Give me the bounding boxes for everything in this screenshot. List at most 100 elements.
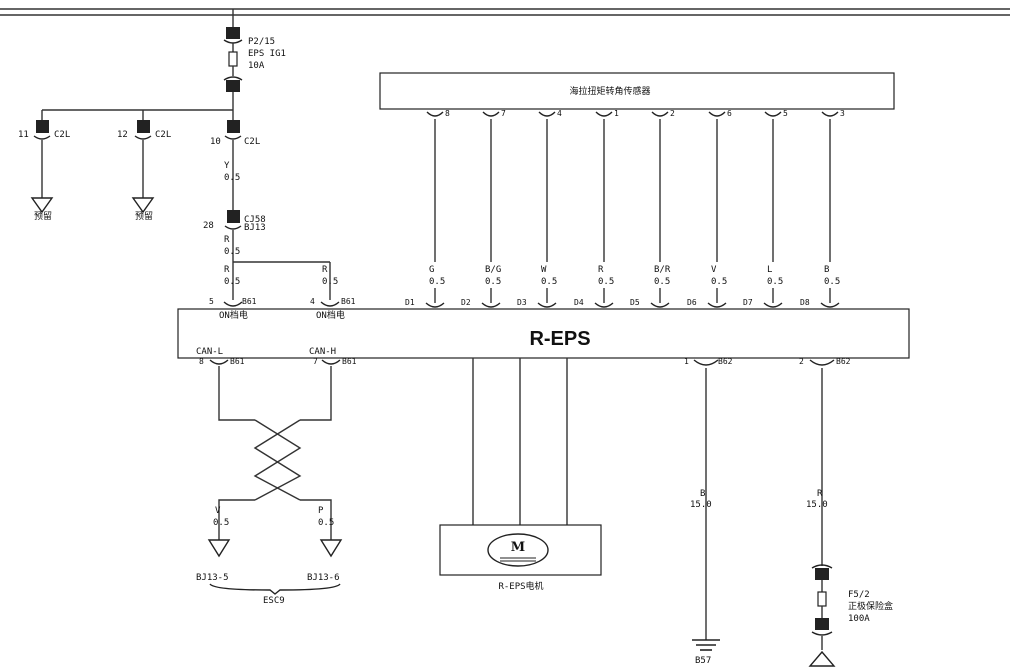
wire-gauge: 0.5 [654, 277, 670, 287]
splice-conn-b: BJ13 [244, 223, 266, 233]
on2-gauge: 0.5 [322, 277, 338, 287]
pin-connector [651, 111, 669, 117]
pin-connector [650, 302, 670, 308]
sensor-wires: 8G0.5D1GND17B/G0.5D2GND24W0.5D3TQ11R0.5D… [405, 109, 845, 333]
wire-gauge: 0.5 [711, 277, 727, 287]
wire-color: W [541, 265, 547, 275]
splice-connector [224, 210, 242, 230]
can-l-dest: BJ13-5 [196, 573, 229, 583]
on1-conn: B61 [242, 297, 257, 306]
fuse-main-name: 正极保险盒 [848, 600, 893, 612]
on1-pin: 5 [209, 297, 214, 306]
can-h-dest: BJ13-6 [307, 573, 340, 583]
pin-connector [763, 302, 783, 308]
fuse-main-ref: F5/2 [848, 590, 870, 600]
wire-gauge: 0.5 [429, 277, 445, 287]
can-h-pin: 7 [313, 357, 318, 366]
sensor-wire-7: 5L0.5D7PWM_P [743, 109, 788, 321]
chassis-ground-icon [692, 639, 720, 651]
ground-dest: B57 [695, 656, 711, 666]
motor-label: R-EPS电机 [498, 580, 543, 592]
gnd1-pin: 11 [18, 130, 29, 140]
reserved-ground-1 [30, 120, 54, 214]
sensor-wire-3: 4W0.5D3TQ1 [517, 109, 562, 321]
pin-connector [595, 111, 613, 117]
wire-color: B/G [485, 265, 501, 275]
sensor-pin-no: 8 [445, 109, 450, 118]
pin-connector [481, 302, 501, 308]
pin-connector [764, 111, 782, 117]
sensor-wire-5: 2B/R0.5D5VCC2+5V [630, 109, 675, 333]
gnd2-label: 预留 [135, 210, 153, 222]
can-h-conn: B61 [342, 357, 357, 366]
wire-color: L [767, 265, 772, 275]
motor-box [439, 524, 602, 576]
battery-arrow-icon [808, 650, 836, 667]
splice-color: R [224, 235, 230, 245]
can-l-signal: CAN-L [196, 347, 223, 357]
sensor-pin-no: 1 [614, 109, 619, 118]
feed-color: Y [224, 161, 230, 171]
motor-symbol: M [511, 540, 525, 555]
sensor-pin-no: 3 [840, 109, 845, 118]
on1-color: R [224, 265, 230, 275]
pin-connector [320, 301, 340, 307]
reserved-ground-2 [131, 120, 155, 214]
gnd2-pin: 12 [117, 130, 128, 140]
motor-leads [472, 358, 568, 525]
pin-connector [482, 111, 500, 117]
sensor-wire-1: 8G0.5D1GND1 [405, 109, 450, 321]
wire-gauge: 0.5 [767, 277, 783, 287]
fuse-main [808, 564, 836, 667]
ecu-box [177, 308, 910, 359]
pin-connector [425, 302, 445, 308]
fuse-ig1 [223, 27, 243, 92]
pwr2-gauge: 15.0 [806, 500, 828, 510]
pin-connector [537, 302, 557, 308]
feed-pin: 10 [210, 137, 221, 147]
ecu-pin-id: D7 [743, 298, 753, 307]
wire-color: B/R [654, 265, 671, 275]
pwr1-gauge: 15.0 [690, 500, 712, 510]
on2-color: R [322, 265, 328, 275]
motor-icon [487, 533, 549, 567]
can-h-color: P [318, 506, 324, 516]
wire-gauge: 0.5 [541, 277, 557, 287]
ecu-pin-id: D2 [461, 298, 471, 307]
sensor-pin-no: 5 [783, 109, 788, 118]
pin-connector [708, 111, 726, 117]
pwr1-conn: B62 [718, 357, 733, 366]
gnd2-conn: C2L [155, 130, 171, 140]
feed-conn: C2L [244, 137, 260, 147]
fuse-ig1-rating: 10A [248, 61, 265, 71]
wire-color: B [824, 265, 829, 275]
sensor-wire-2: 7B/G0.5D2GND2 [461, 109, 506, 321]
pwr1-pin: 1 [684, 357, 689, 366]
sensor-title: 海拉扭矩转角传感器 [569, 85, 650, 97]
esc-group-label: ESC9 [263, 596, 285, 606]
on2-conn: B61 [341, 297, 356, 306]
sensor-pin-no: 4 [557, 109, 562, 118]
connector-block [226, 27, 240, 39]
wire-gauge: 0.5 [485, 277, 501, 287]
ecu-pin-id: D5 [630, 298, 640, 307]
splice-conn-a: CJ58 [244, 215, 266, 225]
can-l-pin: 8 [199, 357, 204, 366]
esc-group-brace [209, 583, 341, 595]
wire-gauge: 0.5 [824, 277, 840, 287]
on1-signal: ON档电 [219, 309, 248, 321]
ecu-pin-id: D8 [800, 298, 810, 307]
wire-color: G [429, 265, 434, 275]
sensor-pin-no: 2 [670, 109, 675, 118]
pin-connector [538, 111, 556, 117]
ground-arrow-icon [131, 197, 155, 214]
sensor-wire-8: 3B0.5D8TQ2 [800, 109, 845, 321]
gnd1-conn: C2L [54, 130, 70, 140]
pin-connector [820, 302, 840, 308]
pin-connector [821, 111, 839, 117]
pin-connector [426, 111, 444, 117]
sensor-pin-no: 7 [501, 109, 506, 118]
splice-pin: 28 [203, 221, 214, 231]
